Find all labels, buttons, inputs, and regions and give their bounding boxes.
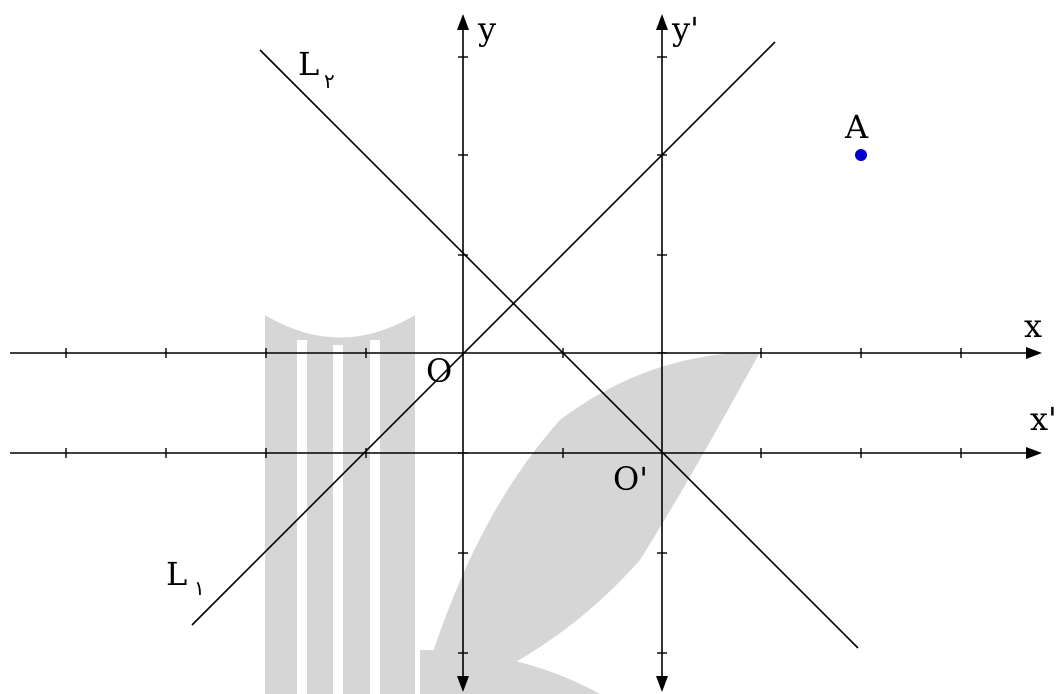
svg-text:L: L xyxy=(298,45,319,83)
point-a xyxy=(855,149,867,161)
line-l2-label: L ٢ xyxy=(298,45,335,93)
watermark-logo xyxy=(265,315,760,694)
x-axis xyxy=(10,347,1042,359)
y-prime-axis xyxy=(656,14,668,692)
svg-text:L: L xyxy=(166,555,187,593)
line-l1-label: L ١ xyxy=(166,555,205,600)
line-l2-subscript: ٢ xyxy=(324,69,335,93)
y-axis-label: y xyxy=(477,10,496,48)
line-l1-subscript: ١ xyxy=(194,576,205,600)
origin-prime-label: O' xyxy=(613,460,648,498)
x-prime-axis-label: x' xyxy=(1030,400,1057,438)
point-a-label: A xyxy=(844,108,869,146)
x-axis-label: x xyxy=(1024,307,1042,345)
line-l1 xyxy=(191,41,776,626)
y-prime-axis-label: y' xyxy=(671,10,699,48)
origin-label: O xyxy=(426,352,452,390)
x-prime-axis xyxy=(10,447,1042,459)
line-l2 xyxy=(259,49,859,649)
